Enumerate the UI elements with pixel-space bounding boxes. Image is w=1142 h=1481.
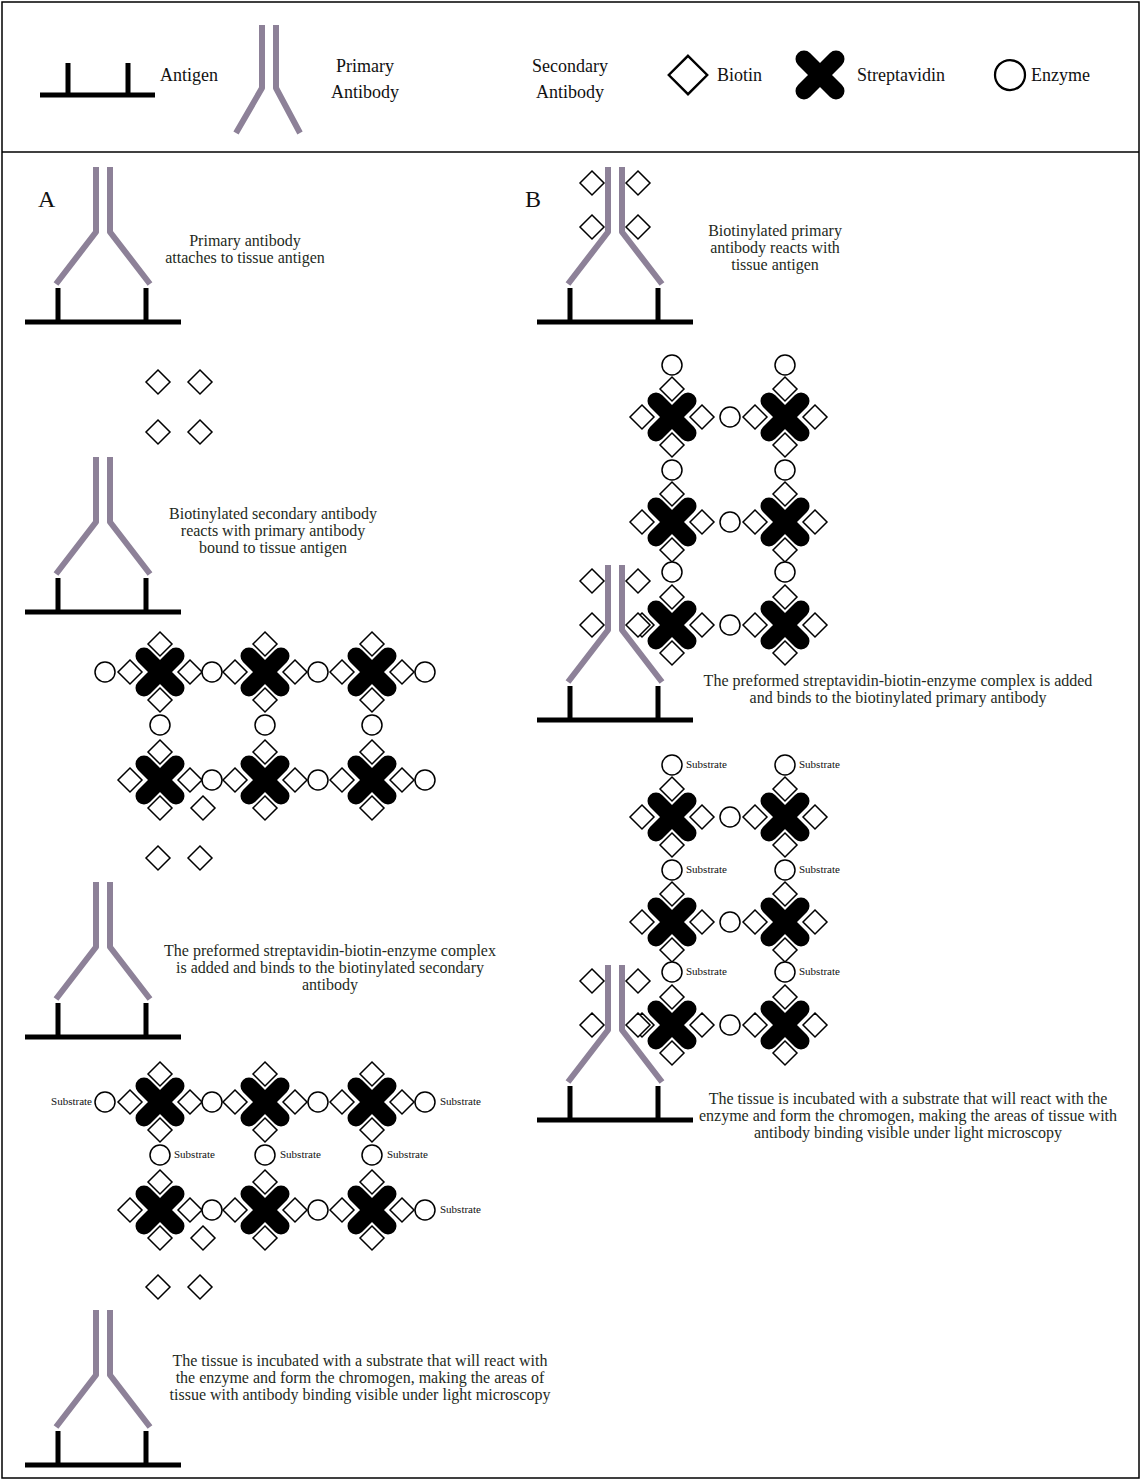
legend-samples (40, 25, 1025, 133)
step-caption: The tissue is incubated with a substrate… (163, 1352, 558, 1403)
step-caption: Primary antibody attaches to tissue anti… (163, 232, 328, 266)
substrate-label: Substrate (686, 758, 746, 771)
legend-label: Streptavidin (857, 62, 977, 88)
legend-label: Secondary Antibody (520, 53, 620, 105)
substrate-label: Substrate (799, 863, 859, 876)
panel-letter: A (38, 186, 68, 212)
legend-label: Enzyme (1031, 62, 1131, 88)
step-caption: Biotinylated secondary antibody reacts w… (167, 505, 379, 556)
substrate-label: Substrate (799, 758, 859, 771)
substrate-label: Substrate (686, 965, 746, 978)
substrate-label: Substrate (686, 863, 746, 876)
step-caption: The preformed streptavidin-biotin-enzyme… (703, 672, 1093, 706)
panel-b-illustration (537, 167, 827, 1120)
substrate-label: Substrate (280, 1148, 340, 1161)
panel-letter: B (525, 186, 555, 212)
legend-label: Biotin (717, 62, 797, 88)
substrate-label: Substrate (174, 1148, 234, 1161)
substrate-label: Substrate (440, 1095, 500, 1108)
step-caption: The tissue is incubated with a substrate… (688, 1090, 1128, 1141)
legend-label: Antigen (160, 62, 250, 88)
substrate-label: Substrate (440, 1203, 500, 1216)
panel-a-illustration (25, 167, 435, 1465)
substrate-label: Substrate (387, 1148, 447, 1161)
legend-label: Primary Antibody (322, 53, 408, 105)
substrate-label: Substrate (799, 965, 859, 978)
step-caption: Biotinylated primary antibody reacts wit… (693, 222, 858, 273)
substrate-label: Substrate (32, 1095, 92, 1108)
step-caption: The preformed streptavidin-biotin-enzyme… (158, 942, 503, 993)
